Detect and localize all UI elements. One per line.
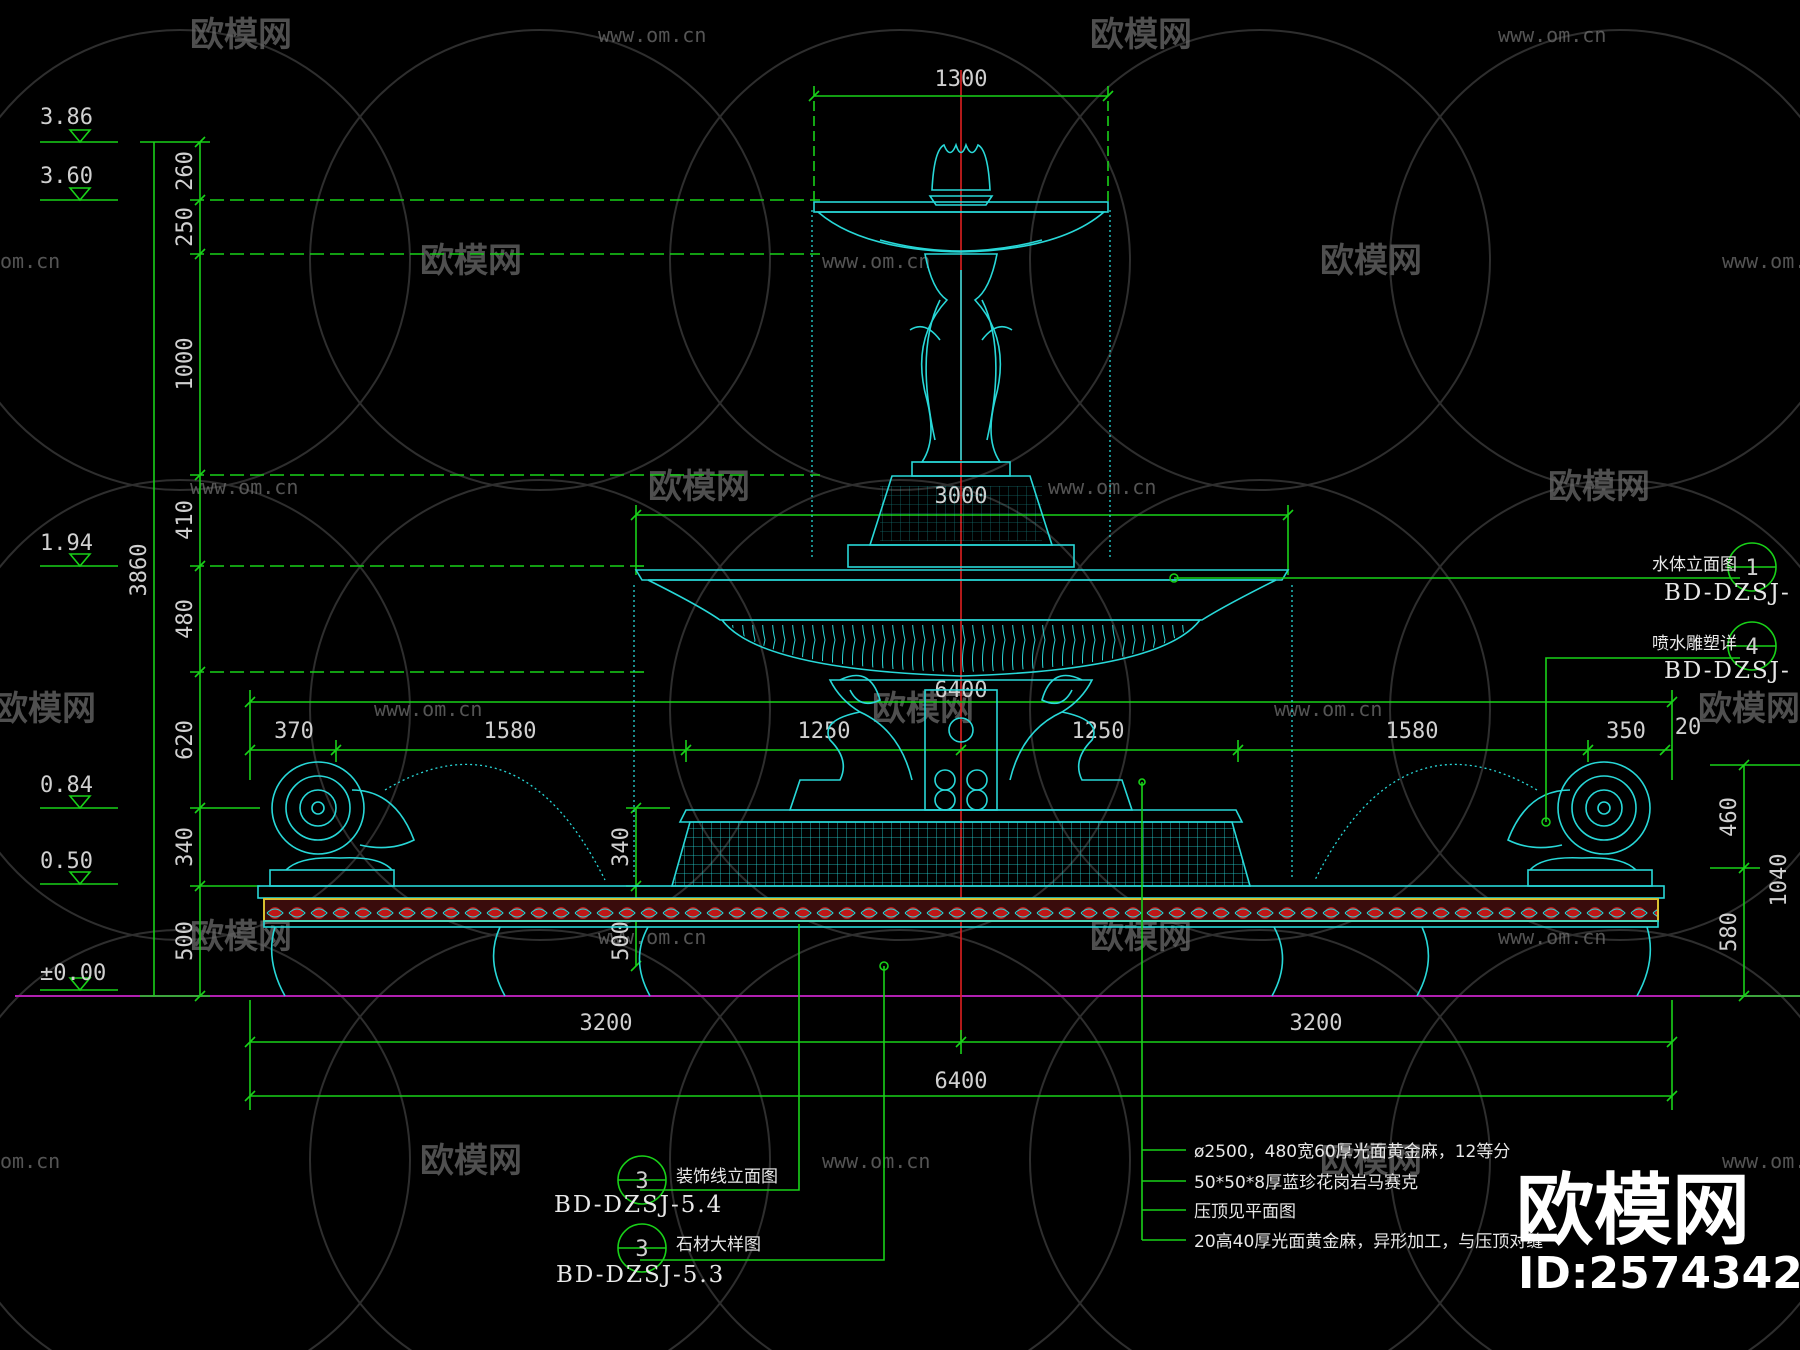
watermark-logo: 欧模网 — [872, 689, 974, 729]
width-dimension: 1580 — [1386, 719, 1439, 744]
height-dimension: 340 — [173, 827, 198, 867]
watermark-logo: 欧模网 — [1090, 917, 1192, 957]
height-dimension: 1000 — [173, 338, 198, 391]
callout-number: 3 — [635, 1169, 648, 1194]
watermark-url: www.om.cn — [1722, 1149, 1800, 1173]
callout-title: 喷水雕塑详 — [1652, 634, 1737, 654]
callout-title: 水体立面图 — [1652, 555, 1737, 575]
right-dimension-lines — [1700, 759, 1800, 1002]
material-note: 50*50*8厚蓝珍花岗岩马赛克 — [1194, 1172, 1418, 1193]
top-dimension-lines — [244, 86, 1678, 780]
water-spray — [384, 210, 1538, 881]
inner-pool — [670, 809, 1252, 887]
watermark-logo: 欧模网 — [420, 1141, 522, 1181]
height-dimension: 620 — [173, 720, 198, 760]
brand-id: ID:2574342 — [1518, 1248, 1800, 1299]
watermark-url: www.om.cn — [598, 925, 706, 949]
watermark-layer: 欧模网 欧模网 欧模网 欧模网 欧模网 欧模网 欧模网 欧模网 欧模网 欧模网 … — [0, 15, 1800, 1350]
watermark-logo: 欧模网 — [0, 689, 96, 729]
width-dimension: 370 — [274, 719, 314, 744]
pedestal — [847, 475, 1075, 568]
outer-basin — [257, 885, 1665, 997]
watermark-url: om.cn — [0, 1149, 60, 1173]
watermark-logo: 欧模网 — [420, 241, 522, 281]
watermark-url: www.om.cn — [190, 475, 298, 499]
height-dimension: 250 — [173, 207, 198, 247]
watermark-url: www.om.cn — [1498, 925, 1606, 949]
total-height-dimension: 1040 — [1767, 854, 1792, 907]
watermark-circles — [0, 29, 1800, 1350]
callout-number: 4 — [1745, 635, 1758, 660]
elevation-label: 0.84 — [40, 773, 93, 798]
watermark-url: www.om.cn — [1722, 249, 1800, 273]
fountain-body — [257, 142, 1665, 997]
height-dimension: 340 — [609, 827, 634, 867]
callout-number: 3 — [635, 1237, 648, 1262]
middle-bowl — [634, 569, 1290, 677]
elevation-label: 1.94 — [40, 531, 93, 556]
width-dimension: 1250 — [1072, 719, 1125, 744]
watermark-logo: 欧模网 — [1548, 467, 1650, 507]
watermark-logo: 欧模网 — [190, 15, 292, 55]
watermark-url: www.om.cn — [822, 1149, 930, 1173]
elevation-label: ±0.00 — [40, 961, 106, 986]
elevation-label: 3.86 — [40, 105, 93, 130]
callout-code: BD-DZSJ-5.4 — [554, 1192, 723, 1218]
watermark-logo: 欧模网 — [648, 467, 750, 507]
elevation-label: 0.50 — [40, 849, 93, 874]
height-dimension: 480 — [173, 599, 198, 639]
callout-code: BD-DZSJ- — [1664, 658, 1791, 684]
height-dimension: 580 — [1717, 912, 1742, 952]
callout-title: 装饰线立面图 — [676, 1167, 778, 1187]
watermark-url: om.cn — [0, 249, 60, 273]
left-dimension-lines — [140, 136, 820, 1002]
height-dimension: 260 — [173, 151, 198, 191]
callout-code: BD-DZSJ- — [1664, 580, 1791, 606]
width-dimension: 20 — [1675, 715, 1702, 740]
watermark-logo: 欧模网 — [1090, 15, 1192, 55]
snail-sculpture-right — [1506, 761, 1653, 887]
width-dimension: 1250 — [798, 719, 851, 744]
watermark-logo: 欧模网 — [1320, 1141, 1422, 1181]
height-dimension: 410 — [173, 500, 198, 540]
watermark-logo: 欧模网 — [1320, 241, 1422, 281]
watermark-logos: 欧模网 欧模网 欧模网 欧模网 欧模网 欧模网 欧模网 欧模网 欧模网 欧模网 … — [0, 15, 1800, 1181]
width-dimension: 3200 — [580, 1011, 633, 1036]
watermark-url: www.om.cn — [374, 697, 482, 721]
material-note: 20高40厚光面黄金麻，异形加工，与压顶对缝 — [1194, 1232, 1543, 1252]
watermark-url: www.om.cn — [1498, 23, 1606, 47]
material-note: ø2500，480宽60厚光面黄金麻，12等分 — [1194, 1142, 1510, 1162]
elevation-label: 3.60 — [40, 164, 93, 189]
material-note: 压顶见平面图 — [1194, 1202, 1296, 1222]
top-bowl — [813, 201, 1109, 253]
watermark-url: www.om.cn — [1274, 697, 1382, 721]
elevation-marks — [40, 129, 118, 992]
column-stem — [909, 253, 1013, 477]
bottom-dimension-lines — [244, 1000, 1678, 1110]
width-dimension: 1300 — [935, 67, 988, 92]
height-dimension: 460 — [1717, 797, 1742, 837]
callout-code: BD-DZSJ-5.3 — [556, 1262, 725, 1288]
watermark-logo: 欧模网 — [1698, 689, 1800, 729]
watermark-urls: www.om.cn www.om.cn om.cn www.om.cn www.… — [0, 23, 1800, 1173]
width-dimension: 350 — [1606, 719, 1646, 744]
height-dimension: 500 — [173, 921, 198, 961]
width-dimension: 3200 — [1290, 1011, 1343, 1036]
watermark-url: www.om.cn — [822, 249, 930, 273]
watermark-url: www.om.cn — [1048, 475, 1156, 499]
brand-logo-text: 欧模网 — [1516, 1166, 1750, 1256]
callout-leaders — [617, 542, 1777, 1273]
watermark-url: www.om.cn — [598, 23, 706, 47]
overall-width-dimension: 6400 — [935, 1069, 988, 1094]
total-height-dimension: 3860 — [127, 544, 152, 597]
watermark-logo: 欧模网 — [190, 917, 292, 957]
snail-sculpture-left — [269, 761, 416, 887]
callout-number: 1 — [1745, 556, 1758, 581]
width-dimension: 1580 — [484, 719, 537, 744]
callout-title: 石材大样图 — [676, 1235, 761, 1255]
